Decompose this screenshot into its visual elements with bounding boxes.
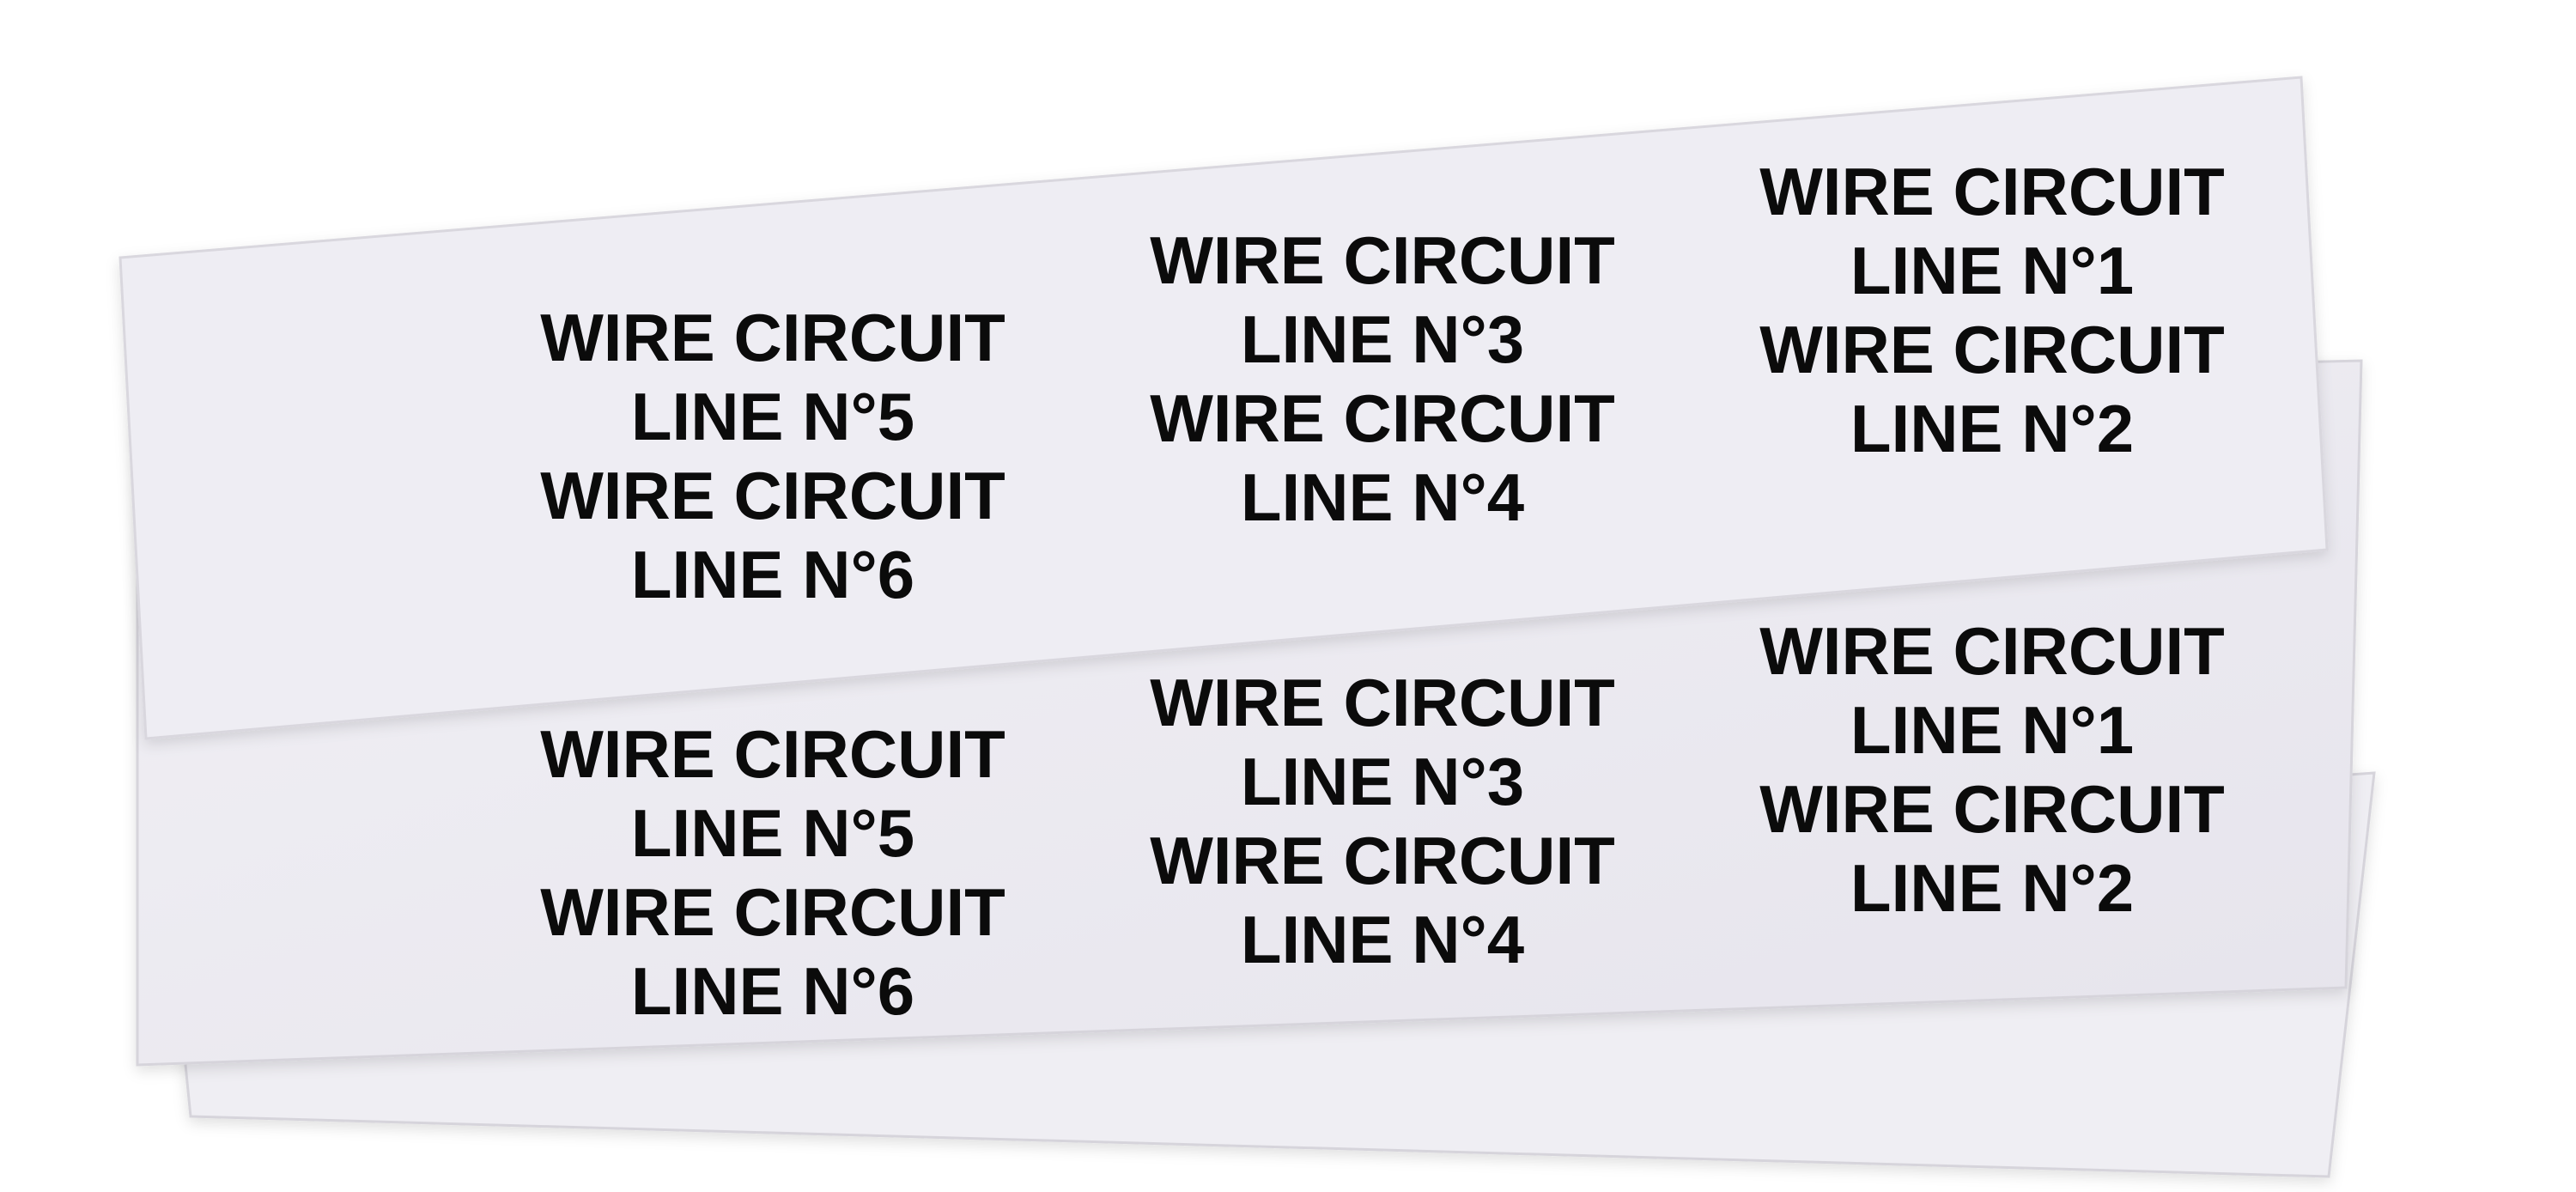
label-text: WIRE CIRCUIT (1150, 380, 1615, 456)
label-text: LINE N°6 (631, 953, 914, 1029)
label-text: WIRE CIRCUIT (1759, 771, 2225, 847)
label-text: WIRE CIRCUIT (540, 300, 1005, 375)
label-text: LINE N°3 (1241, 744, 1524, 819)
label-text: LINE N°2 (1850, 391, 2134, 466)
label-text: WIRE CIRCUIT (1759, 312, 2225, 387)
label-text: WIRE CIRCUIT (1759, 154, 2225, 229)
label-text: LINE N°2 (1850, 850, 2134, 926)
label-text: LINE N°1 (1850, 692, 2134, 768)
label-text: WIRE CIRCUIT (1150, 222, 1615, 298)
top-label-sheet: WIRE CIRCUIT LINE N°5 WIRE CIRCUIT LINE … (118, 76, 2329, 740)
label-text: LINE N°5 (631, 379, 914, 454)
label-text: LINE N°6 (631, 537, 914, 612)
label-text: LINE N°4 (1241, 459, 1524, 535)
label-text: WIRE CIRCUIT (540, 874, 1005, 950)
label-text: LINE N°3 (1241, 301, 1524, 377)
label-text: LINE N°4 (1241, 902, 1524, 977)
label-text: WIRE CIRCUIT (540, 716, 1005, 792)
label-text: WIRE CIRCUIT (540, 458, 1005, 533)
label-text: LINE N°5 (631, 795, 914, 871)
label-text: LINE N°1 (1850, 233, 2134, 308)
label-text: WIRE CIRCUIT (1150, 665, 1615, 740)
label-text: WIRE CIRCUIT (1150, 823, 1615, 898)
label-text: WIRE CIRCUIT (1759, 613, 2225, 689)
